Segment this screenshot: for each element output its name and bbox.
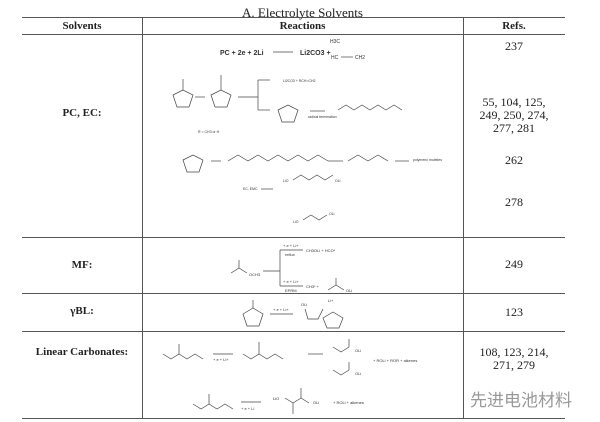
rule bbox=[22, 331, 565, 332]
svg-text:+ ROLi + alkenes: + ROLi + alkenes bbox=[333, 400, 364, 405]
header-refs: Refs. bbox=[502, 20, 526, 32]
pc-ec-reaction-schemes: PC + 2e + 2Li Li2CO3 + H3C HC CH2 Li2CO3… bbox=[172, 39, 442, 224]
solvent-gbl: γBL: bbox=[70, 305, 94, 317]
solvent-pc-ec: PC, EC: bbox=[62, 107, 102, 119]
column-divider bbox=[142, 17, 143, 418]
svg-text:polymeric moieties: polymeric moieties bbox=[413, 158, 442, 162]
refs: 262 bbox=[505, 153, 523, 167]
refs: 249 bbox=[505, 257, 523, 271]
svg-text:OLi: OLi bbox=[301, 302, 307, 307]
rule bbox=[22, 293, 565, 294]
watermark: 先进电池材料 bbox=[470, 391, 572, 411]
svg-text:+ e + Li+: + e + Li+ bbox=[283, 243, 299, 248]
svg-text:CH2: CH2 bbox=[355, 55, 365, 61]
svg-text:reflux: reflux bbox=[285, 252, 295, 257]
svg-text:radical termination: radical termination bbox=[308, 115, 337, 119]
svg-text:OLi: OLi bbox=[355, 348, 361, 353]
svg-text:OCH3: OCH3 bbox=[249, 272, 261, 277]
svg-text:LiO: LiO bbox=[273, 396, 279, 401]
svg-text:CH3OLi + HCO*: CH3OLi + HCO* bbox=[306, 248, 336, 253]
linear-carbonates-reaction-scheme: + e + Li+ OLi OLi + ROLi + ROR + alkenes… bbox=[162, 339, 417, 414]
header-reactions: Reactions bbox=[279, 20, 326, 32]
svg-text:OLi: OLi bbox=[355, 371, 361, 376]
svg-text:Li+: Li+ bbox=[328, 298, 334, 303]
refs: 278 bbox=[505, 195, 523, 209]
rule bbox=[22, 17, 565, 18]
mf-reaction-scheme: OCH3 + e + Li+ reflux CH3OLi + HCO* + e … bbox=[230, 243, 352, 293]
svg-text:EC, EMC: EC, EMC bbox=[243, 187, 258, 191]
svg-text:EPRM: EPRM bbox=[285, 288, 297, 293]
svg-text:+ e + Li+: + e + Li+ bbox=[213, 357, 229, 362]
svg-text:OLi: OLi bbox=[335, 179, 341, 183]
refs: 237 bbox=[505, 39, 523, 53]
solvent-linear: Linear Carbonates: bbox=[35, 346, 129, 358]
rule bbox=[22, 418, 565, 419]
refs: 108, 123, 214, bbox=[479, 345, 549, 359]
rule bbox=[22, 34, 565, 35]
svg-text:LiO: LiO bbox=[293, 220, 299, 224]
refs: 123 bbox=[505, 305, 523, 319]
svg-text:LiO: LiO bbox=[283, 179, 289, 183]
rule bbox=[22, 237, 565, 238]
svg-text:+ ROLi + ROR + alkenes: + ROLi + ROR + alkenes bbox=[373, 358, 417, 363]
gbl-reaction-scheme: + e + Li+ OLi Li+ bbox=[242, 298, 344, 329]
svg-text:+ e + Li+: + e + Li+ bbox=[273, 307, 289, 312]
svg-text:CH3* +: CH3* + bbox=[306, 284, 320, 289]
svg-text:+ e + Li: + e + Li bbox=[241, 406, 254, 411]
svg-text:OLi: OLi bbox=[313, 400, 319, 405]
svg-text:+ e + Li+: + e + Li+ bbox=[283, 279, 299, 284]
svg-text:Li2CO3 + RCH=CH2: Li2CO3 + RCH=CH2 bbox=[283, 79, 316, 83]
refs: 271, 279 bbox=[493, 358, 535, 372]
svg-text:Li2CO3 +: Li2CO3 + bbox=[300, 50, 331, 57]
column-divider bbox=[463, 17, 464, 418]
svg-text:OLi: OLi bbox=[346, 288, 352, 293]
svg-text:R = CH3 or H: R = CH3 or H bbox=[198, 130, 220, 134]
refs: 55, 104, 125, 249, 250, 274, 277, 281 bbox=[479, 95, 549, 135]
svg-text:HC: HC bbox=[331, 55, 339, 61]
svg-text:H3C: H3C bbox=[330, 39, 340, 45]
solvent-mf: MF: bbox=[71, 259, 93, 271]
svg-text:OLi: OLi bbox=[329, 212, 335, 216]
header-solvents: Solvents bbox=[62, 20, 102, 32]
table-title: A. Electrolyte Solvents bbox=[242, 5, 363, 20]
svg-text:PC + 2e + 2Li: PC + 2e + 2Li bbox=[220, 50, 264, 57]
